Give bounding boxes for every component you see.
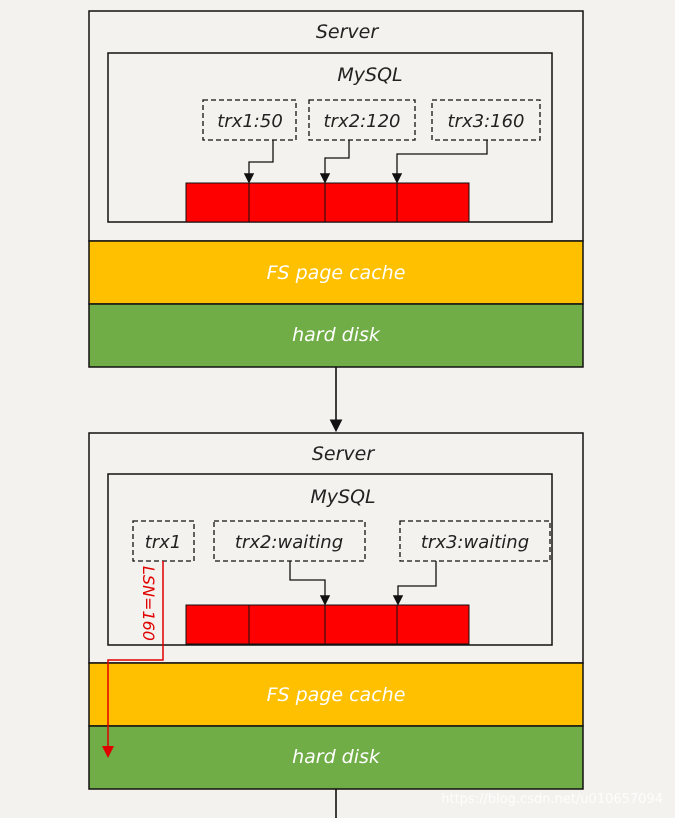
bottom-buffer-segment [324, 604, 398, 645]
bottom-trx2-label: trx2:waiting [235, 532, 343, 553]
top-panel: Server MySQL trx1:50 trx2:120 trx3:160 F… [88, 10, 584, 368]
top-trx2-label: trx2:120 [324, 111, 401, 132]
bottom-hard-disk-label: hard disk [292, 746, 381, 768]
top-hard-disk-layer [88, 303, 584, 368]
top-trx1-label: trx1:50 [217, 111, 283, 132]
top-buffer-segment [396, 182, 470, 223]
bottom-buffer-segment [185, 604, 250, 645]
bottom-panel: Server MySQL trx1 trx2:waiting trx3:wait… [88, 432, 584, 790]
bottom-fs-cache-label: FS page cache [267, 684, 406, 706]
bottom-mysql-label: MySQL [310, 486, 375, 508]
top-trx2-box [308, 99, 416, 141]
bottom-trx3-label: trx3:waiting [421, 532, 529, 553]
top-trx3-box [431, 99, 541, 141]
bottom-buffer-segment [248, 604, 326, 645]
watermark: https://blog.csdn.net/u010657094 [441, 792, 663, 807]
bottom-trx3-arrow [392, 561, 437, 606]
top-trx1-arrow [243, 140, 274, 184]
top-server-label: Server [316, 21, 379, 43]
top-fs-cache-layer [88, 240, 584, 305]
bottom-buffer-segment [396, 604, 470, 645]
top-trx3-arrow [391, 140, 488, 184]
bottom-hard-disk-layer [88, 725, 584, 790]
top-fs-cache-label: FS page cache [267, 262, 406, 284]
top-buffer-segment [324, 182, 398, 223]
top-trx2-arrow [319, 140, 350, 184]
bottom-trx3-box [399, 520, 551, 562]
top-buffer-segment [248, 182, 326, 223]
bottom-fs-cache-layer [88, 662, 584, 727]
top-mysql-label: MySQL [337, 64, 402, 86]
bottom-server-label: Server [312, 443, 375, 465]
top-log-buffer [185, 182, 470, 223]
top-buffer-segment [185, 182, 250, 223]
top-trx3-label: trx3:160 [448, 111, 525, 132]
bottom-trx1-label: trx1 [145, 532, 182, 553]
lsn-label: LSN=160 [139, 566, 158, 641]
bottom-log-buffer [185, 604, 470, 645]
top-trx1-box [202, 99, 297, 141]
lsn-flush-arrow [102, 561, 164, 758]
bottom-trx2-arrow [289, 561, 331, 606]
top-hard-disk-label: hard disk [292, 324, 381, 346]
